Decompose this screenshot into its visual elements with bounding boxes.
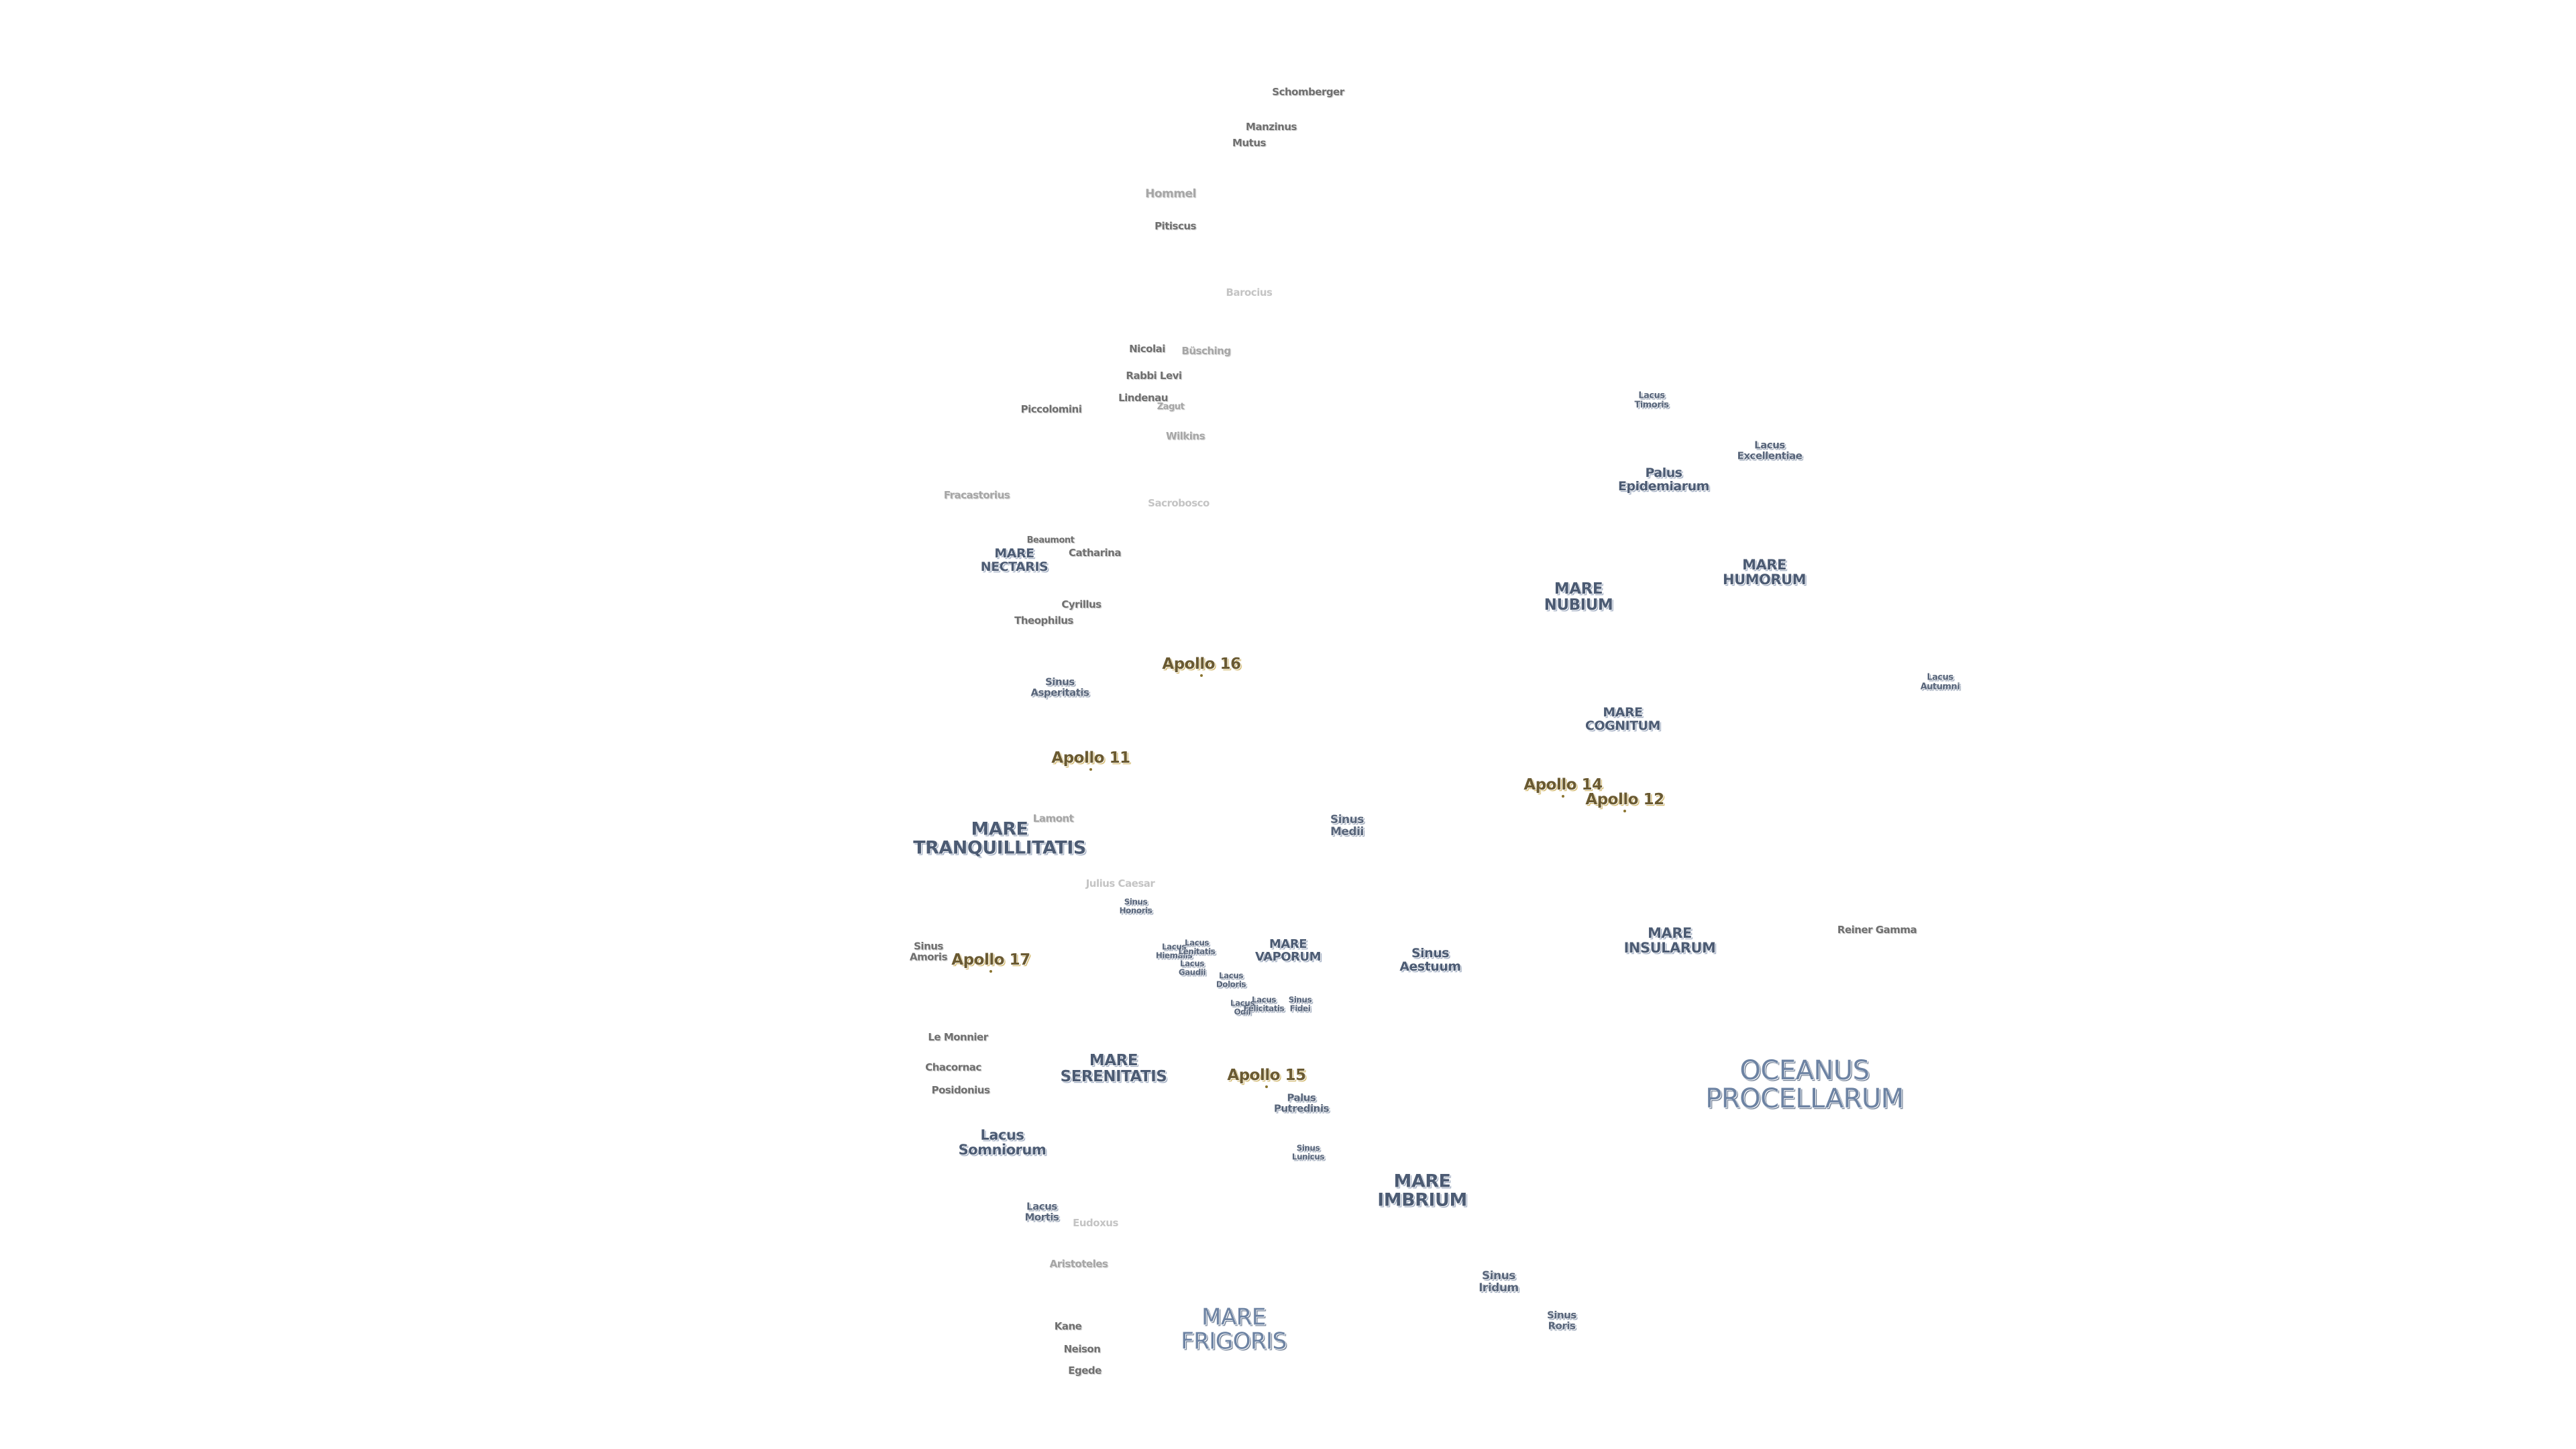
crater-label-egede[interactable]: Egede (1068, 1364, 1102, 1377)
crater-label-hommel[interactable]: Hommel (1145, 187, 1196, 201)
crater-label-wilkins[interactable]: Wilkins (1165, 430, 1205, 443)
crater-label-nicolai[interactable]: Nicolai (1129, 343, 1165, 356)
crater-label-kane[interactable]: Kane (1054, 1320, 1082, 1333)
crater-label-lindenau[interactable]: Lindenau (1118, 392, 1168, 405)
crater-label-aristoteles[interactable]: Aristoteles (1049, 1258, 1108, 1271)
apollo-15-label[interactable]: Apollo 15 (1227, 1066, 1306, 1084)
crater-label-le-monnier[interactable]: Le Monnier (928, 1031, 988, 1044)
apollo-16-label[interactable]: Apollo 16 (1162, 655, 1241, 673)
crater-label-busching[interactable]: Büsching (1181, 345, 1231, 358)
crater-label-cyrillus[interactable]: Cyrillus (1061, 598, 1102, 611)
crater-label-pitiscus[interactable]: Pitiscus (1155, 220, 1196, 233)
apollo-12-label[interactable]: Apollo 12 (1585, 790, 1664, 808)
crater-label-chacornac[interactable]: Chacornac (925, 1061, 981, 1074)
crater-label-julius-caesar[interactable]: Julius Caesar (1085, 877, 1155, 890)
crater-label-eudoxus[interactable]: Eudoxus (1073, 1217, 1118, 1230)
apollo-14-label[interactable]: Apollo 14 (1523, 775, 1603, 794)
apollo-11-site-marker (1089, 768, 1092, 771)
apollo-12-site-marker (1623, 810, 1626, 812)
apollo-17-site-marker (989, 970, 992, 973)
crater-label-neison[interactable]: Neison (1063, 1343, 1101, 1356)
crater-label-manzinus[interactable]: Manzinus (1246, 121, 1297, 133)
apollo-11-label[interactable]: Apollo 11 (1051, 749, 1130, 767)
crater-label-piccolomini[interactable]: Piccolomini (1020, 403, 1082, 416)
crater-label-mutus[interactable]: Mutus (1232, 137, 1266, 150)
crater-label-zagut[interactable]: Zagut (1157, 402, 1185, 413)
crater-label-sacrobosco[interactable]: Sacrobosco (1148, 497, 1210, 510)
apollo-14-site-marker (1562, 795, 1564, 798)
crater-label-rabbi-levi[interactable]: Rabbi Levi (1126, 370, 1182, 382)
crater-label-beaumont[interactable]: Beaumont (1026, 535, 1075, 546)
crater-label-barocius[interactable]: Barocius (1226, 286, 1273, 299)
crater-label-schomberger[interactable]: Schomberger (1272, 86, 1344, 99)
crater-label-catharina[interactable]: Catharina (1069, 547, 1121, 559)
apollo-15-site-marker (1265, 1085, 1268, 1088)
crater-label-theophilus[interactable]: Theophilus (1014, 614, 1073, 627)
crater-label-fracastorius[interactable]: Fracastorius (943, 489, 1010, 502)
crater-label-lamont[interactable]: Lamont (1032, 812, 1074, 825)
apollo-17-label[interactable]: Apollo 17 (951, 951, 1030, 969)
feature-label-reiner-gamma[interactable]: Reiner Gamma (1837, 924, 1917, 936)
apollo-16-site-marker (1200, 674, 1203, 677)
crater-label-posidonius[interactable]: Posidonius (931, 1084, 990, 1097)
